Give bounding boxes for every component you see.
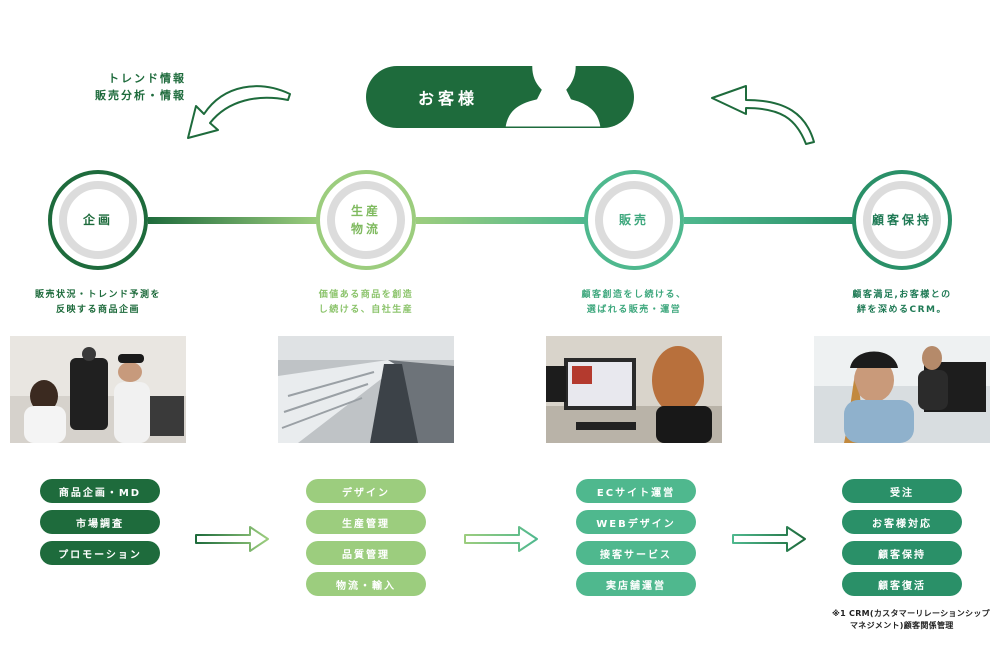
connector-3 — [684, 217, 854, 224]
task-store-operation: 実店舗運営 — [576, 572, 696, 596]
stage-desc-retention: 顧客満足,お客様との 絆を深めるCRM。 — [797, 288, 1000, 318]
customer-label: お客様 — [418, 89, 479, 108]
customer-pill: お客様 — [366, 66, 634, 128]
task-logistics-import: 物流・輸入 — [306, 572, 426, 596]
customer-silhouette-icon — [502, 66, 604, 128]
crm-footnote: ※1 CRM(カスタマーリレーションシップ マネジメント)顧客関係管理 — [832, 608, 992, 632]
task-orders: 受注 — [842, 479, 962, 503]
stage-desc-sales: 顧客創造をし続ける、 選ばれる販売・運営 — [529, 288, 739, 318]
curved-arrow-up-left-icon — [711, 85, 815, 145]
task-planning-md: 商品企画・MD — [40, 479, 160, 503]
stage-desc-production-line2: し続ける、自社生産 — [318, 305, 414, 315]
stage-label-planning: 企画 — [59, 181, 137, 259]
stage-desc-sales-line2: 選ばれる販売・運営 — [586, 305, 682, 315]
stage-circle-retention: 顧客保持 — [852, 170, 952, 270]
photo-production — [278, 336, 454, 443]
photo-sales — [546, 336, 722, 443]
task-web-design: WEBデザイン — [576, 510, 696, 534]
task-customer-recovery: 顧客復活 — [842, 572, 962, 596]
photo-retention — [814, 336, 990, 443]
task-production-management: 生産管理 — [306, 510, 426, 534]
stage-label-retention: 顧客保持 — [863, 181, 941, 259]
trend-info-line2: 販売分析・情報 — [95, 89, 186, 102]
stage-circle-production: 生産 物流 — [316, 170, 416, 270]
stage-desc-retention-line1: 顧客満足,お客様との — [852, 290, 952, 300]
flow-arrow-2-icon — [464, 526, 538, 552]
task-quality-management: 品質管理 — [306, 541, 426, 565]
task-ec-site: ECサイト運営 — [576, 479, 696, 503]
connector-2 — [416, 217, 586, 224]
stage-desc-sales-line1: 顧客創造をし続ける、 — [581, 290, 687, 300]
task-design: デザイン — [306, 479, 426, 503]
stage-desc-production: 価値ある商品を創造 し続ける、自社生産 — [261, 288, 471, 318]
stage-circle-planning: 企画 — [48, 170, 148, 270]
stage-label-sales: 販売 — [595, 181, 673, 259]
photo-planning — [10, 336, 186, 443]
crm-footnote-line2: マネジメント)顧客関係管理 — [850, 621, 954, 630]
stage-label-production-line1: 生産 — [350, 204, 381, 218]
task-promotion: プロモーション — [40, 541, 160, 565]
stage-label-production: 生産 物流 — [327, 181, 405, 259]
stage-circle-sales: 販売 — [584, 170, 684, 270]
task-customer-service: 接客サービス — [576, 541, 696, 565]
connector-1 — [148, 217, 318, 224]
crm-footnote-line1: ※1 CRM(カスタマーリレーションシップ — [832, 609, 990, 618]
trend-info-note: トレンド情報 販売分析・情報 — [60, 70, 186, 104]
stage-desc-retention-line2: 絆を深めるCRM。 — [857, 305, 947, 315]
stage-desc-planning-line2: 反映する商品企画 — [55, 305, 140, 315]
curved-arrow-left-icon — [187, 85, 291, 139]
flow-arrow-1-icon — [195, 526, 269, 552]
stage-desc-planning-line1: 販売状況・トレンド予測を — [34, 290, 161, 300]
flow-arrow-3-icon — [732, 526, 806, 552]
task-customer-retention: 顧客保持 — [842, 541, 962, 565]
stage-desc-planning: 販売状況・トレンド予測を 反映する商品企画 — [0, 288, 203, 318]
stage-desc-production-line1: 価値ある商品を創造 — [318, 290, 414, 300]
task-customer-support: お客様対応 — [842, 510, 962, 534]
trend-info-line1: トレンド情報 — [108, 72, 186, 85]
task-market-research: 市場調査 — [40, 510, 160, 534]
stage-label-production-line2: 物流 — [350, 222, 381, 236]
